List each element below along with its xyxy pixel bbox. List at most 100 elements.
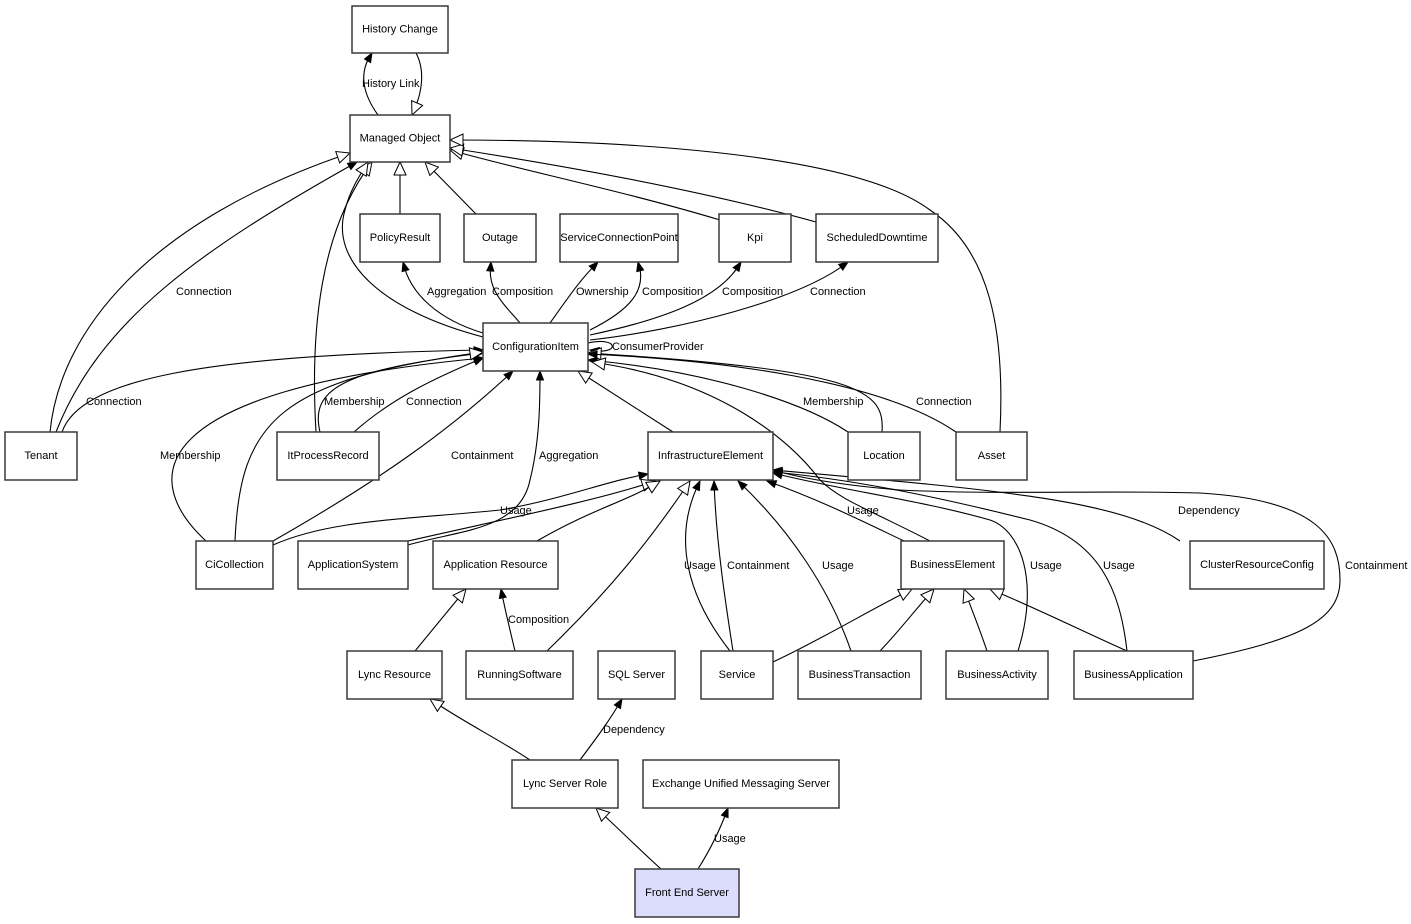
edge-label: Usage	[1103, 560, 1135, 572]
association-line	[587, 359, 849, 433]
association-line	[772, 469, 1341, 662]
node-box[interactable]	[359, 213, 441, 263]
hollow-triangle-arrow-icon	[448, 143, 465, 157]
edge-configuration_item-to-scheduled_downtime	[589, 261, 850, 341]
edge-label: Connection	[176, 286, 232, 298]
association-line	[402, 261, 484, 334]
node-infrastructure-element[interactable]: InfrastructureElement	[647, 431, 774, 481]
node-box[interactable]	[465, 650, 574, 700]
node-box[interactable]	[346, 650, 443, 700]
node-front-end-server[interactable]: Front End Server	[634, 868, 740, 918]
node-label: Application Resource	[444, 559, 548, 571]
node-ci-collection[interactable]: CiCollection	[195, 540, 274, 590]
inheritance-line	[49, 152, 351, 433]
edge-service-to-infrastructure_element	[685, 479, 731, 652]
node-tenant[interactable]: Tenant	[4, 431, 78, 481]
inheritance-line	[341, 161, 484, 338]
node-sql-server[interactable]: SQL Server	[597, 650, 676, 700]
node-box[interactable]	[634, 868, 740, 918]
node-service[interactable]: Service	[700, 650, 774, 700]
node-location[interactable]: Location	[847, 431, 921, 481]
node-business-transaction[interactable]: BusinessTransaction	[797, 650, 922, 700]
hollow-triangle-arrow-icon	[448, 133, 464, 147]
inheritance-line	[429, 698, 531, 761]
node-policy-result[interactable]: PolicyResult	[359, 213, 441, 263]
node-asset[interactable]: Asset	[955, 431, 1028, 481]
edge-business_transaction-to-business_element	[879, 588, 935, 652]
association-line	[737, 480, 852, 652]
edge-label: Membership	[803, 396, 864, 408]
node-business-element[interactable]: BusinessElement	[900, 540, 1005, 590]
node-box[interactable]	[463, 213, 537, 263]
node-label: BusinessElement	[910, 559, 995, 571]
hollow-triangle-arrow-icon	[468, 347, 485, 361]
edge-application_resource-to-infrastructure_element	[536, 480, 662, 542]
node-scheduled-downtime[interactable]: ScheduledDowntime	[815, 213, 939, 263]
node-application-resource[interactable]: Application Resource	[432, 540, 559, 590]
node-business-application[interactable]: BusinessApplication	[1073, 650, 1194, 700]
node-history-change[interactable]: History Change	[351, 5, 449, 54]
node-box[interactable]	[195, 540, 274, 590]
edge-configuration_item-to-service_connection_point	[549, 261, 599, 324]
node-box[interactable]	[955, 431, 1028, 481]
node-box[interactable]	[718, 213, 792, 263]
node-service-connection-point[interactable]: ServiceConnectionPoint	[559, 213, 679, 263]
hollow-triangle-arrow-icon	[590, 357, 607, 371]
edge-front_end_server-to-lync_server_role	[595, 807, 662, 870]
hollow-triangle-arrow-icon	[595, 807, 611, 823]
association-line	[587, 353, 957, 433]
node-outage[interactable]: Outage	[463, 213, 537, 263]
edge-label: Membership	[160, 450, 221, 462]
node-box[interactable]	[900, 540, 1005, 590]
node-box[interactable]	[432, 540, 559, 590]
node-box[interactable]	[1189, 540, 1325, 590]
node-label: ClusterResourceConfig	[1200, 559, 1314, 571]
node-box[interactable]	[647, 431, 774, 481]
hollow-triangle-arrow-icon	[988, 588, 1006, 601]
node-lync-resource[interactable]: Lync Resource	[346, 650, 443, 700]
node-kpi[interactable]: Kpi	[718, 213, 792, 263]
node-box[interactable]	[597, 650, 676, 700]
edge-label: Dependency	[603, 724, 665, 736]
association-line	[766, 480, 905, 542]
edge-configuration_item-to-managed_object	[341, 160, 484, 338]
node-configuration-item[interactable]: ConfigurationItem	[482, 322, 589, 372]
node-label: ServiceConnectionPoint	[560, 232, 677, 244]
node-box[interactable]	[700, 650, 774, 700]
node-business-activity[interactable]: BusinessActivity	[945, 650, 1049, 700]
node-box[interactable]	[797, 650, 922, 700]
node-label: PolicyResult	[370, 232, 431, 244]
node-box[interactable]	[351, 5, 449, 54]
edge-label: Aggregation	[539, 450, 598, 462]
node-cluster-resource-config[interactable]: ClusterResourceConfig	[1189, 540, 1325, 590]
node-box[interactable]	[642, 759, 840, 809]
node-box[interactable]	[482, 322, 589, 372]
node-box[interactable]	[297, 540, 409, 590]
edge-ci_collection-to-configuration_item	[234, 347, 485, 542]
hollow-triangle-arrow-icon	[424, 161, 440, 177]
edge-tenant-to-managed_object	[49, 150, 352, 433]
node-box[interactable]	[4, 431, 78, 481]
hollow-triangle-arrow-icon	[335, 150, 352, 164]
filled-arrow-icon	[401, 260, 410, 273]
edge-scheduled_downtime-to-managed_object	[448, 143, 817, 223]
node-lync-server-role[interactable]: Lync Server Role	[511, 759, 619, 809]
node-box[interactable]	[847, 431, 921, 481]
filled-arrow-icon	[692, 479, 701, 492]
filled-arrow-icon	[588, 261, 599, 272]
node-box[interactable]	[1073, 650, 1194, 700]
node-running-software[interactable]: RunningSoftware	[465, 650, 574, 700]
association-line	[171, 357, 484, 542]
node-box[interactable]	[815, 213, 939, 263]
node-box[interactable]	[276, 431, 380, 481]
node-box[interactable]	[559, 213, 679, 263]
node-box[interactable]	[945, 650, 1049, 700]
edge-label: Membership	[324, 396, 385, 408]
node-managed-object[interactable]: Managed Object	[349, 114, 451, 163]
node-exchange-um-server[interactable]: Exchange Unified Messaging Server	[642, 759, 840, 809]
node-box[interactable]	[349, 114, 451, 163]
node-box[interactable]	[511, 759, 619, 809]
node-it-process-record[interactable]: ItProcessRecord	[276, 431, 380, 481]
node-application-system[interactable]: ApplicationSystem	[297, 540, 409, 590]
